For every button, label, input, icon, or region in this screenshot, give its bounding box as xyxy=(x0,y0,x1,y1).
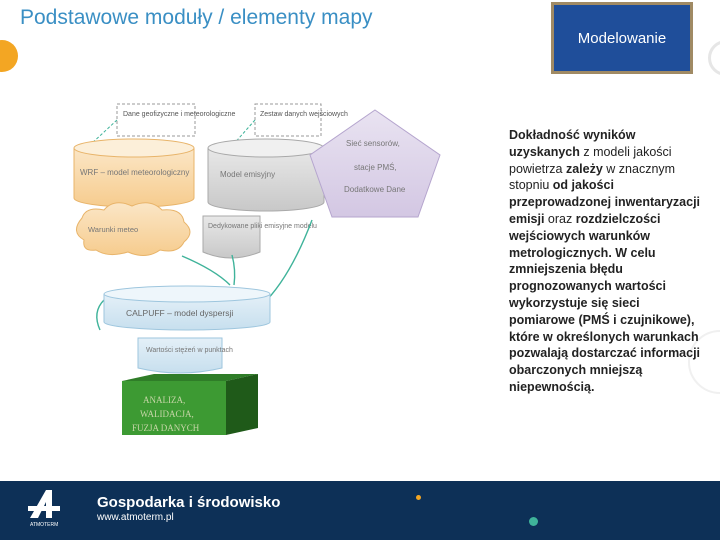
pentagon-line-2: stacje PMŚ, xyxy=(354,163,397,172)
text-part-1: Dokładność wyników uzyskanych xyxy=(509,128,636,159)
model-diagram: Dane geofizyczne i meteorologiczne Zesta… xyxy=(73,103,441,435)
logo-text: ATMOTERM xyxy=(30,522,58,528)
text-part-3: zależy xyxy=(565,161,603,176)
pentagon-line-1: Sieć sensorów, xyxy=(346,139,400,148)
decorative-dot-yellow xyxy=(416,495,421,500)
svg-text:Dane geofizyczne i meteorologi: Dane geofizyczne i meteorologiczne xyxy=(123,111,236,118)
decorative-ring xyxy=(708,40,720,76)
analysis-line-3: FUZJA DANYCH xyxy=(132,423,200,433)
dedicated-label: Dedykowane pliki emisyjne modelu xyxy=(208,223,317,230)
text-part-2: z modeli jakości powietrza xyxy=(509,144,672,176)
brand-name: Gospodarka i środowisko xyxy=(97,494,281,511)
description-text: Dokładność wyników uzyskanych z modeli j… xyxy=(509,127,709,396)
pentagon-line-3: Dodatkowe Dane xyxy=(344,185,406,194)
analysis-line-2: WALIDACJA, xyxy=(140,409,194,419)
note-input-label: Zestaw danych wejściowych xyxy=(260,111,348,118)
meteo-label: Warunki meteo xyxy=(88,225,138,234)
note-geo-box xyxy=(116,103,196,137)
calpuff-label: CALPUFF – model dyspersji xyxy=(126,308,233,318)
text-part-7: rozdzielczości wejściowych warunków metr… xyxy=(509,211,701,394)
slide-title: Podstawowe moduły / elementy mapy xyxy=(20,6,373,29)
text-part-6: oraz xyxy=(544,211,576,226)
values-label: Wartości stężeń w punktach xyxy=(146,347,233,354)
text-part-5: od jakości przeprowadzonej inwentaryzacj… xyxy=(509,178,701,226)
section-tag: Modelowanie xyxy=(551,2,693,74)
decorative-dot xyxy=(0,40,18,72)
atmoterm-logo: ATMOTERM xyxy=(28,490,60,528)
wrf-label: WRF – model meteorologiczny xyxy=(80,168,189,177)
analysis-line-1: ANALIZA, xyxy=(143,395,185,405)
decorative-dot-green xyxy=(529,517,538,526)
website-url: www.atmoterm.pl xyxy=(97,512,174,523)
emission-model-label: Model emisyjny xyxy=(220,170,275,179)
note-input-box xyxy=(254,103,322,137)
footer-bar xyxy=(0,481,720,540)
note-geo-label-1: Dane geofizyczne i meteorologiczne xyxy=(123,111,236,118)
text-part-4: w znacznym stopniu xyxy=(509,161,676,193)
